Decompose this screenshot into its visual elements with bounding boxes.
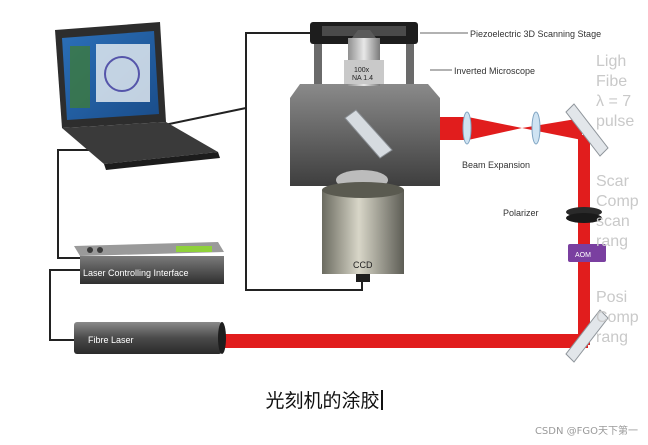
aom-modulator	[568, 244, 606, 262]
side-text-line: pulse	[596, 113, 634, 130]
lens-1	[462, 111, 472, 145]
microscope-label: Inverted Microscope	[454, 66, 535, 76]
lens-2	[531, 111, 541, 145]
side-text-block-2: Scar Comp scan rang	[596, 173, 639, 250]
polarizer-label: Polarizer	[503, 208, 539, 218]
polarizer-disc	[566, 213, 602, 223]
laptop-base	[62, 122, 218, 164]
ccd-body	[322, 190, 404, 274]
interface-top	[74, 242, 224, 256]
figure-caption: 光刻机的涂胶	[0, 386, 648, 413]
aom-label: AOM	[575, 252, 591, 259]
beam-diverge	[522, 118, 582, 140]
side-text-line: Scar	[596, 173, 630, 190]
polarizer	[566, 207, 602, 223]
text-caret	[380, 390, 383, 410]
side-text-line: Posi	[596, 289, 627, 306]
caption-text: 光刻机的涂胶	[265, 390, 380, 412]
ccd-port	[356, 274, 370, 282]
beam-segment-bottom	[222, 334, 588, 348]
interface-body	[80, 256, 224, 284]
ccd-label: CCD	[353, 260, 373, 270]
side-text-line: rang	[596, 329, 628, 346]
fibre-laser-label: Fibre Laser	[88, 335, 134, 345]
laser-interface-label: Laser Controlling Interface	[83, 268, 189, 278]
dichroic-mirror	[344, 109, 393, 159]
beam-expansion-lenses	[462, 111, 541, 145]
stage-leg	[314, 44, 322, 84]
screen-panel	[70, 46, 90, 108]
side-text-line: Comp	[596, 309, 639, 326]
side-text-line: Fibe	[596, 73, 627, 90]
side-text-block-3: Posi Comp rang	[596, 289, 639, 346]
objective-mag-label: 100x	[354, 67, 370, 74]
stage-label: Piezoelectric 3D Scanning Stage	[470, 29, 601, 39]
laptop	[55, 22, 220, 170]
laser-interface-unit	[74, 242, 224, 284]
watermark: CSDN @FGO天下第一	[534, 426, 638, 437]
side-text-line: Ligh	[596, 53, 626, 70]
beam-expansion-label: Beam Expansion	[462, 160, 530, 170]
objective-collar	[344, 60, 384, 84]
side-text-line: λ = 7	[596, 93, 631, 110]
objective-na-label: NA 1.4	[352, 75, 373, 82]
objective-tip	[352, 30, 376, 38]
fibre-laser-unit	[74, 322, 226, 354]
side-text-line: Comp	[596, 193, 639, 210]
stage-leg	[406, 44, 414, 84]
beam-segment-right	[578, 135, 590, 345]
side-text-block-1: Ligh Fibe λ = 7 pulse	[596, 53, 634, 130]
screen-pattern	[104, 56, 140, 92]
fibre-laser-aperture	[218, 322, 226, 354]
inverted-microscope	[290, 30, 440, 190]
side-text-line: scan	[596, 213, 630, 230]
mirror-top	[565, 103, 609, 157]
knob-icon	[87, 247, 93, 253]
fibre-laser-body	[74, 322, 222, 354]
mirror-bottom	[565, 309, 609, 363]
ccd-camera	[322, 182, 404, 282]
ccd-top	[322, 182, 404, 198]
beam-converge	[468, 117, 522, 140]
side-text-line: rang	[596, 233, 628, 250]
knob-icon	[97, 247, 103, 253]
display-led	[176, 246, 212, 252]
laptop-base-edge	[104, 152, 220, 170]
